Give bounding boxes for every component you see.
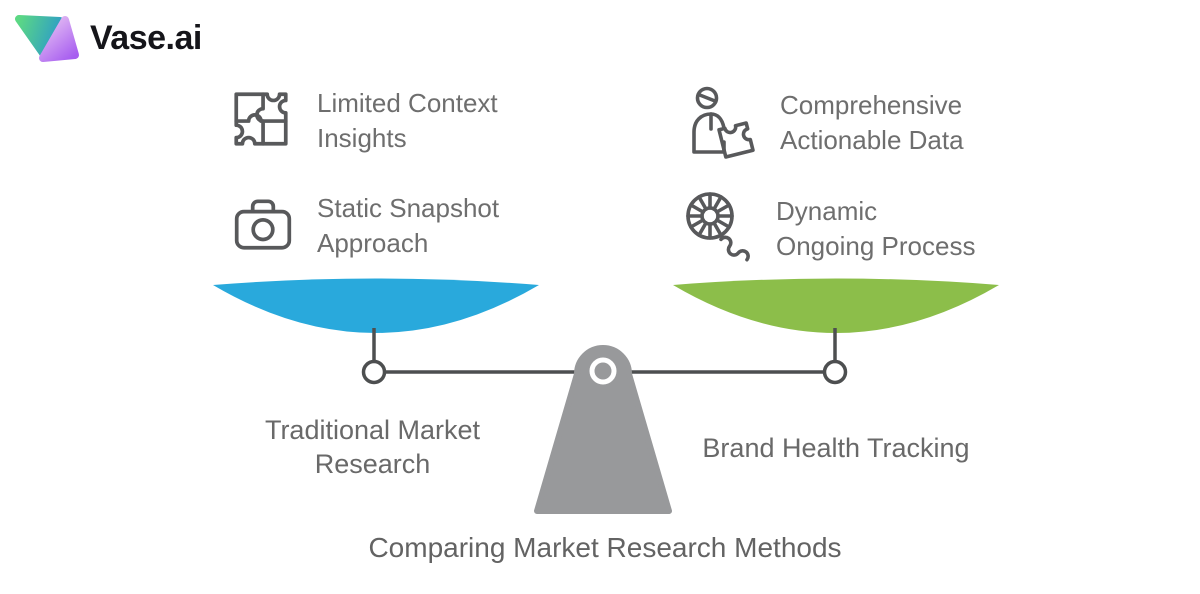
person-puzzle-icon [684,82,762,162]
feature-label-line: Ongoing Process [776,231,976,261]
feature-label-line: Dynamic [776,196,878,226]
left-pan-label-line: Traditional Market [264,415,481,445]
left-pan-label-line: Research [314,449,431,479]
feature-label-line: Insights [317,123,407,153]
right-pan [673,278,999,333]
feature-label-line: Comprehensive [780,90,963,120]
right-pan-label: Brand Health Tracking [702,433,970,463]
diagram-caption: Comparing Market Research Methods [368,532,842,563]
feature-dynamic-process: Dynamic Ongoing Process [680,188,975,268]
feature-comprehensive-data: Comprehensive Actionable Data [684,82,964,162]
wheel-squiggle-icon [680,188,760,268]
left-pan-label: Traditional Market Research [205,413,540,481]
feature-label-line: Approach [317,228,429,258]
feature-label-line: Static Snapshot [317,193,500,223]
vase-logo-icon [14,10,80,66]
right-hanger-ring [822,359,848,385]
feature-label-line: Actionable Data [780,125,964,155]
left-pan [213,278,539,333]
camera-icon [230,191,296,257]
feature-limited-context: Limited Context Insights [228,86,498,156]
fulcrum-pivot-ring [589,357,617,385]
brand-logo: Vase.ai [14,10,202,66]
fulcrum [534,345,672,514]
feature-label-line: Limited Context [317,88,498,118]
puzzle-icon [228,86,294,152]
left-hanger-ring [361,359,387,385]
brand-name: Vase.ai [90,18,202,57]
feature-static-snapshot: Static Snapshot Approach [230,191,499,261]
